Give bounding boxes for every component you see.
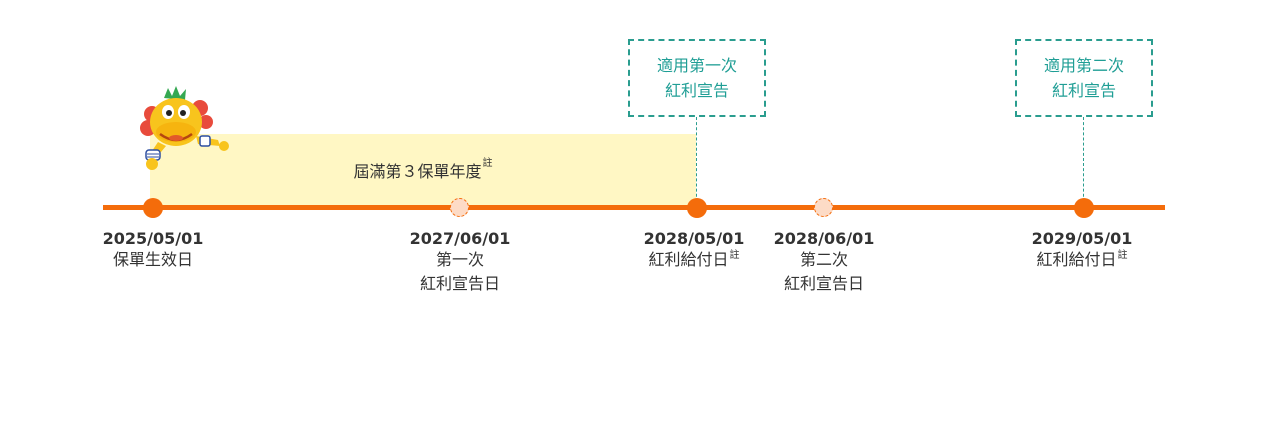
first-box-line1: 適用第一次 (656, 56, 737, 75)
dragon-mascot-icon (140, 86, 229, 170)
second-box-line1: 適用第二次 (1043, 56, 1124, 75)
milestone-dot-2 (450, 198, 469, 217)
milestone-3: 2028/05/01 紅利給付日註 (634, 229, 754, 272)
milestone-5-date: 2029/05/01 (1031, 229, 1133, 248)
period-note: 註 (482, 158, 493, 169)
milestone-2-label2: 紅利宣告日 (419, 274, 500, 293)
milestone-3-note: 註 (729, 250, 740, 261)
milestone-3-label-text: 紅利給付日 (648, 250, 729, 269)
milestone-dot-1 (143, 198, 163, 218)
milestone-1-label: 保單生效日 (112, 250, 193, 269)
milestone-5: 2029/05/01 紅利給付日註 (1022, 229, 1142, 272)
second-dividend-box: 適用第二次 紅利宣告 (1015, 39, 1153, 117)
milestone-dot-5 (1074, 198, 1094, 218)
first-dividend-box: 適用第一次 紅利宣告 (628, 39, 766, 117)
milestone-3-label: 紅利給付日註 (634, 248, 754, 272)
milestone-2-label1: 第一次 (435, 250, 484, 269)
milestone-2-date: 2027/06/01 (409, 229, 511, 248)
milestone-5-label-text: 紅利給付日 (1036, 250, 1117, 269)
policy-year-band (150, 134, 696, 207)
milestone-dot-4 (814, 198, 833, 217)
milestone-4-label2: 紅利宣告日 (783, 274, 864, 293)
milestone-1-date: 2025/05/01 (102, 229, 204, 248)
milestone-4-date: 2028/06/01 (773, 229, 875, 248)
milestone-dot-3 (687, 198, 707, 218)
first-box-line2: 紅利宣告 (664, 81, 729, 100)
milestone-5-label: 紅利給付日註 (1022, 248, 1142, 272)
timeline-line (103, 205, 1165, 210)
milestone-4-label1: 第二次 (799, 250, 848, 269)
policy-year-label: 屆滿第３保單年度註 (150, 158, 696, 182)
first-box-connector (696, 117, 697, 207)
milestone-2: 2027/06/01 第一次 紅利宣告日 (400, 229, 520, 296)
second-box-line2: 紅利宣告 (1051, 81, 1116, 100)
period-label-text: 屆滿第３保單年度 (353, 162, 482, 181)
second-box-connector (1083, 117, 1084, 207)
milestone-5-note: 註 (1117, 250, 1128, 261)
milestone-3-date: 2028/05/01 (643, 229, 745, 248)
milestone-4: 2028/06/01 第二次 紅利宣告日 (764, 229, 884, 296)
milestone-1: 2025/05/01 保單生效日 (93, 229, 213, 272)
